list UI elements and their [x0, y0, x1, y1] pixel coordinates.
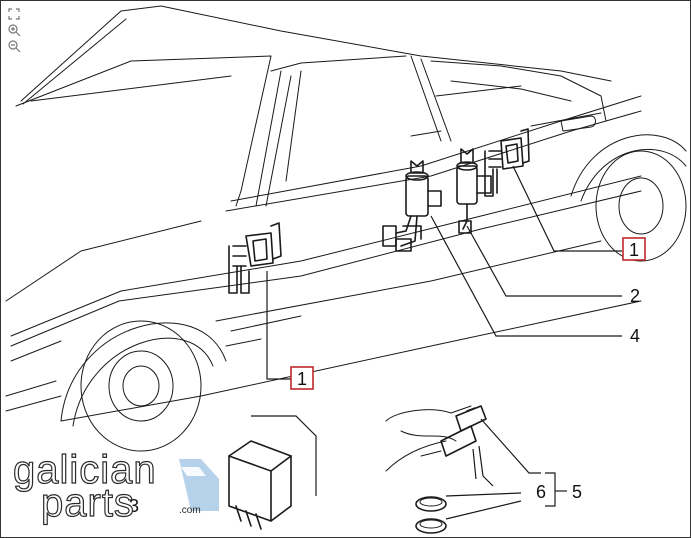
battery-cells [415, 496, 447, 534]
callout-item-2[interactable]: 2 [630, 286, 640, 306]
callout-item-5[interactable]: 5 [572, 482, 582, 502]
door-switch-front [228, 222, 282, 294]
svg-text:.com: .com [179, 505, 201, 516]
control-unit [228, 415, 317, 530]
callout-item-4[interactable]: 4 [630, 326, 640, 346]
callout-item-3[interactable]: 3 [129, 496, 139, 516]
remote-transmitter [385, 405, 494, 487]
door-lock-actuator-rear [456, 148, 492, 234]
callout-item-6[interactable]: 6 [536, 482, 546, 502]
leader-lines [266, 165, 622, 520]
car-outline [5, 5, 687, 452]
svg-text:1: 1 [297, 369, 307, 389]
zoom-out-icon[interactable] [7, 39, 21, 53]
zoom-in-icon[interactable] [7, 23, 21, 37]
galicianparts-logo: galician parts .com [12, 447, 219, 526]
door-lock-actuator-front [382, 160, 442, 252]
door-switch-rear [484, 128, 530, 197]
svg-text:galician: galician [13, 448, 157, 492]
svg-text:parts: parts [41, 481, 135, 525]
fit-to-screen-icon[interactable] [7, 7, 21, 21]
callout-item-1-rear[interactable]: 1 [622, 237, 646, 261]
callout-item-1-front[interactable]: 1 [290, 366, 314, 390]
zoom-toolbar [7, 7, 23, 53]
svg-text:1: 1 [629, 240, 639, 260]
